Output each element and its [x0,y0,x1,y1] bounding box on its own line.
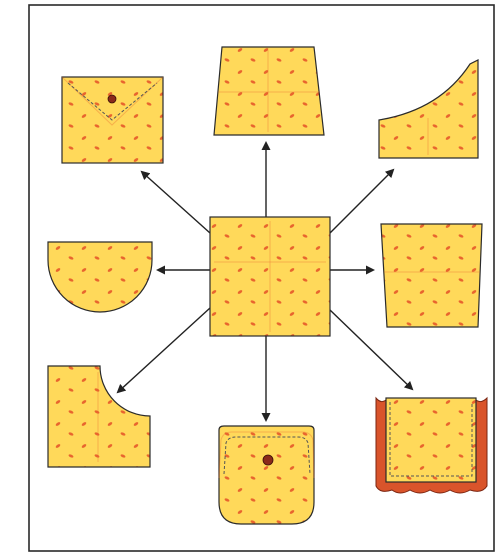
half-circle-pocket [47,241,153,313]
trapezoid-pocket-top [213,46,325,136]
tapered-pocket-right [380,223,483,328]
ruffle-trim-pocket [375,396,488,494]
button-icon [262,454,274,466]
center-square-piece [209,216,331,337]
arrow-bottom-right [329,309,414,391]
curved-slope-pocket [378,59,479,159]
button-icon [107,94,117,104]
notched-corner-pocket [47,365,151,468]
buttoned-flap-pocket [218,425,315,525]
envelope-flap-pocket [61,76,164,164]
arrow-top-left [140,170,211,234]
arrow-top-right [329,168,395,234]
arrow-bottom-left [116,307,211,394]
arrows [116,141,414,422]
